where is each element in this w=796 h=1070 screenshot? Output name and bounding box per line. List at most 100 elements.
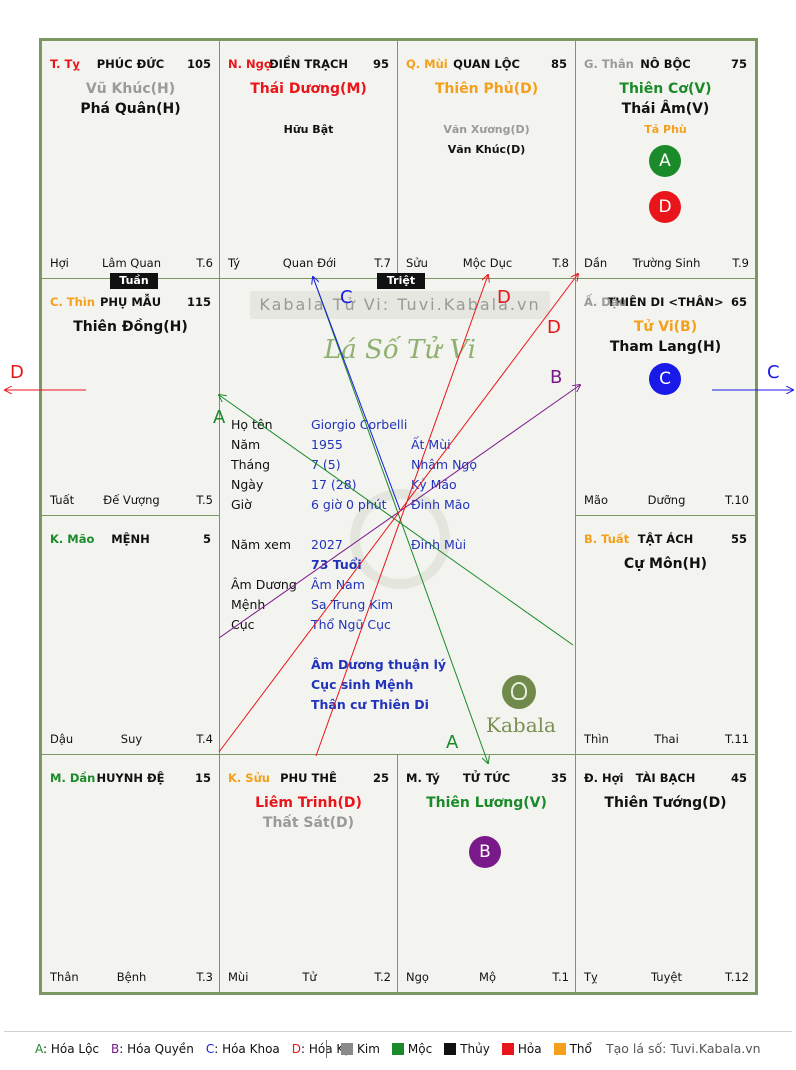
major-star: Thiên Lương(V) [426, 795, 547, 811]
palace-name: TỬ TỨC [462, 771, 511, 785]
palace-name: HUYNH ĐỆ [96, 771, 165, 785]
script-title: Lá Số Tử Vi [323, 335, 476, 365]
arrow-label-c-top: C [340, 287, 353, 308]
life-stage: Thai [654, 732, 679, 746]
minor-star: Tả Phù [644, 123, 687, 136]
info-label: Ngày [231, 477, 264, 492]
info-value: Giorgio Corbelli [311, 417, 408, 432]
transformation-marker-a: A [649, 145, 681, 177]
element-name: Hỏa [517, 1042, 542, 1056]
legend-text: Hóa Lộc [50, 1042, 100, 1056]
life-stage: Tử [302, 970, 317, 984]
earthly-branch: Thìn [584, 732, 609, 746]
arrow-label-d-outer: D [10, 362, 24, 383]
major-cycle-age: 55 [730, 532, 747, 546]
legend-divider [4, 1031, 792, 1032]
heavenly-stem-label: K. Mão [50, 532, 95, 546]
transformation-marker-c: C [649, 363, 681, 395]
heavenly-stem-label: Đ. Hợi [584, 771, 624, 785]
element-name: Mộc [407, 1042, 433, 1056]
info-value: Thổ Ngũ Cục [311, 617, 391, 632]
life-stage: Lâm Quan [102, 256, 161, 270]
major-cycle-age: 95 [372, 57, 389, 71]
heavenly-stem-label: K. Sửu [228, 771, 270, 785]
heavenly-stem-label: M. Tý [406, 771, 440, 785]
palace-name: TẬT ÁCH [637, 532, 694, 546]
palace-name: TÀI BẠCH [635, 771, 696, 785]
earthly-branch: Thân [50, 970, 79, 984]
earthly-branch: Ngọ [406, 970, 429, 984]
month-number: T.11 [725, 732, 749, 746]
legend-colon: : [301, 1042, 309, 1056]
kabala-logo [502, 675, 536, 709]
credit: Tạo lá số: Tuvi.Kabala.vn [606, 1041, 761, 1056]
major-star: Thiên Cơ(V) [619, 81, 712, 97]
major-star: Liêm Trinh(D) [255, 795, 362, 811]
star-list: Liêm Trinh(D)Thất Sát(D) [220, 793, 397, 833]
star-list: Thiên Lương(V) [398, 793, 575, 813]
major-star: Thiên Phủ(D) [434, 81, 539, 97]
month-number: T.5 [196, 493, 213, 507]
cell-header: TÀI BẠCH Đ. Hợi 45 [584, 771, 747, 787]
earthly-branch: Dậu [50, 732, 74, 746]
arrow-label-a-left: A [213, 407, 226, 428]
tree-icon [511, 682, 527, 700]
info-label: Năm [231, 437, 261, 452]
legend-text: Hóa Quyền [127, 1042, 194, 1056]
arrow-label-c-outer: C [767, 362, 780, 383]
element-name: Thủy [460, 1042, 490, 1056]
palace-name: PHỤ MẪU [99, 295, 162, 309]
major-star: Thiên Tướng(D) [604, 795, 727, 811]
major-star: Thiên Đồng(H) [73, 319, 188, 335]
earthly-branch: Tỵ [584, 970, 598, 984]
earthly-branch: Tuất [50, 493, 75, 507]
legend-key: C [205, 1042, 215, 1056]
star-list: Thiên Phủ(D)Văn Xương(D)Văn Khúc(D) [398, 79, 575, 163]
tuan-tag: Tuần [110, 273, 158, 289]
earthly-branch: Mùi [228, 970, 249, 984]
earthly-branch: Dần [584, 256, 608, 270]
triet-tag: Triệt [377, 273, 425, 289]
info-value: 2027 [311, 537, 343, 552]
info-can-chi: Đinh Mão [411, 497, 471, 512]
life-stage: Trường Sinh [632, 256, 701, 270]
info-value: 17 (28) [311, 477, 357, 492]
info-can-chi: Nhâm Ngọ [411, 457, 478, 472]
legend-text: Hóa Kị [308, 1042, 348, 1056]
element-swatch [444, 1043, 457, 1055]
major-cycle-age: 105 [186, 57, 211, 71]
info-value: Âm Nam [311, 577, 365, 592]
info-value: 6 giờ 0 phút [311, 497, 387, 512]
legend-key: B [111, 1042, 120, 1056]
major-cycle-age: 15 [194, 771, 211, 785]
palace-name: NÔ BỘC [640, 57, 691, 71]
major-cycle-age: 45 [730, 771, 747, 785]
major-star: Cự Môn(H) [623, 556, 708, 572]
month-number: T.10 [725, 493, 749, 507]
life-stage: Mộc Dục [462, 256, 513, 270]
arrow-label-a-bottom: A [446, 732, 459, 753]
month-number: T.4 [196, 732, 213, 746]
star-list: Thiên Tướng(D) [576, 793, 755, 813]
